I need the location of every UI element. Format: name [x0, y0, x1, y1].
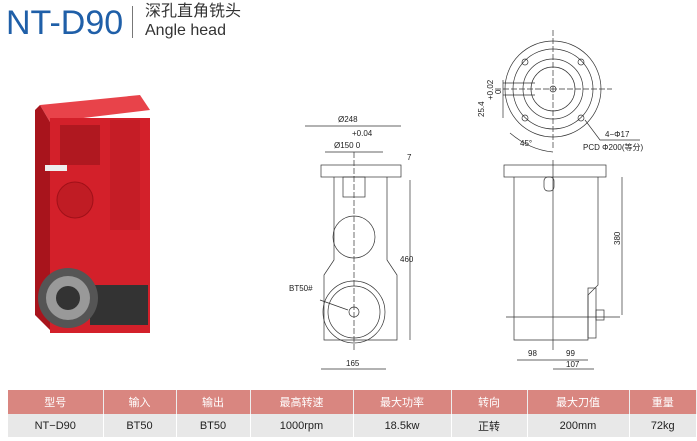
pcd-label: PCD Φ200(等分) [583, 142, 644, 152]
dim-99: 99 [566, 349, 575, 358]
dim-height-460: 460 [400, 255, 414, 264]
model-title: NT-D90 [6, 4, 124, 42]
col-weight: 重量 [629, 390, 697, 414]
dim-107: 107 [566, 360, 580, 369]
dim-inner-dia: Ø150 0 [334, 141, 361, 150]
dim-key-width: 25.4 [477, 101, 486, 117]
cell-max-speed: 1000rpm [250, 414, 354, 437]
col-input: 输入 [103, 390, 177, 414]
cell-rotation: 正转 [451, 414, 528, 437]
cell-output: BT50 [176, 414, 251, 437]
dim-key-tol-upper: +0.02 [486, 79, 495, 100]
col-max-power: 最大功率 [353, 390, 452, 414]
product-photo [35, 95, 150, 333]
dim-flange: 7 [407, 153, 412, 162]
product-name-cn: 深孔直角铣头 [145, 3, 242, 20]
dim-98: 98 [528, 349, 537, 358]
angle-label: 45° [520, 139, 532, 148]
col-max-speed: 最高转速 [250, 390, 354, 414]
dim-key-tol-lower: 0 [494, 89, 503, 94]
cell-weight: 72kg [629, 414, 697, 437]
spindle-label: BT50# [289, 284, 313, 293]
col-output: 输出 [176, 390, 251, 414]
spec-table: 型号 输入 输出 最高转速 最大功率 转向 最大刀值 重量 NT−D90 BT5… [8, 390, 697, 437]
col-rotation: 转向 [451, 390, 528, 414]
cell-model: NT−D90 [8, 414, 104, 437]
dim-tol-upper: +0.04 [352, 129, 373, 138]
table-header-row: 型号 输入 输出 最高转速 最大功率 转向 最大刀值 重量 [8, 390, 697, 414]
table-row: NT−D90 BT50 BT50 1000rpm 18.5kw 正转 200mm… [8, 414, 697, 437]
drawing-lines [305, 30, 640, 370]
dim-height-380: 380 [613, 231, 622, 245]
cell-max-tool: 200mm [527, 414, 630, 437]
col-max-tool: 最大刀值 [527, 390, 630, 414]
dim-outer-dia: Ø248 [338, 115, 358, 124]
cell-max-power: 18.5kw [353, 414, 452, 437]
product-name-en: Angle head [145, 22, 226, 39]
dim-width-165: 165 [346, 359, 360, 368]
technical-drawing: Ø248 +0.04 Ø150 0 7 460 BT50# 165 25.4 +… [35, 30, 644, 370]
cell-input: BT50 [103, 414, 177, 437]
col-model: 型号 [8, 390, 104, 414]
title-divider [132, 6, 133, 38]
holes-label: 4−Φ17 [605, 130, 630, 139]
